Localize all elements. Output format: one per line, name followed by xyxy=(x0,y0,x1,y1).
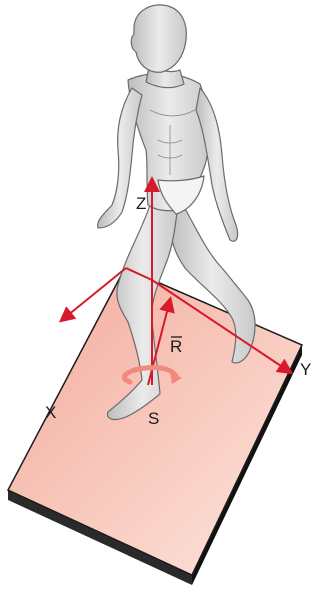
figure-head xyxy=(131,5,186,72)
label-r: R xyxy=(170,337,182,356)
label-s: S xyxy=(148,409,159,428)
label-x: X xyxy=(45,403,56,422)
label-y: Y xyxy=(300,360,311,379)
label-z: Z xyxy=(136,194,146,213)
